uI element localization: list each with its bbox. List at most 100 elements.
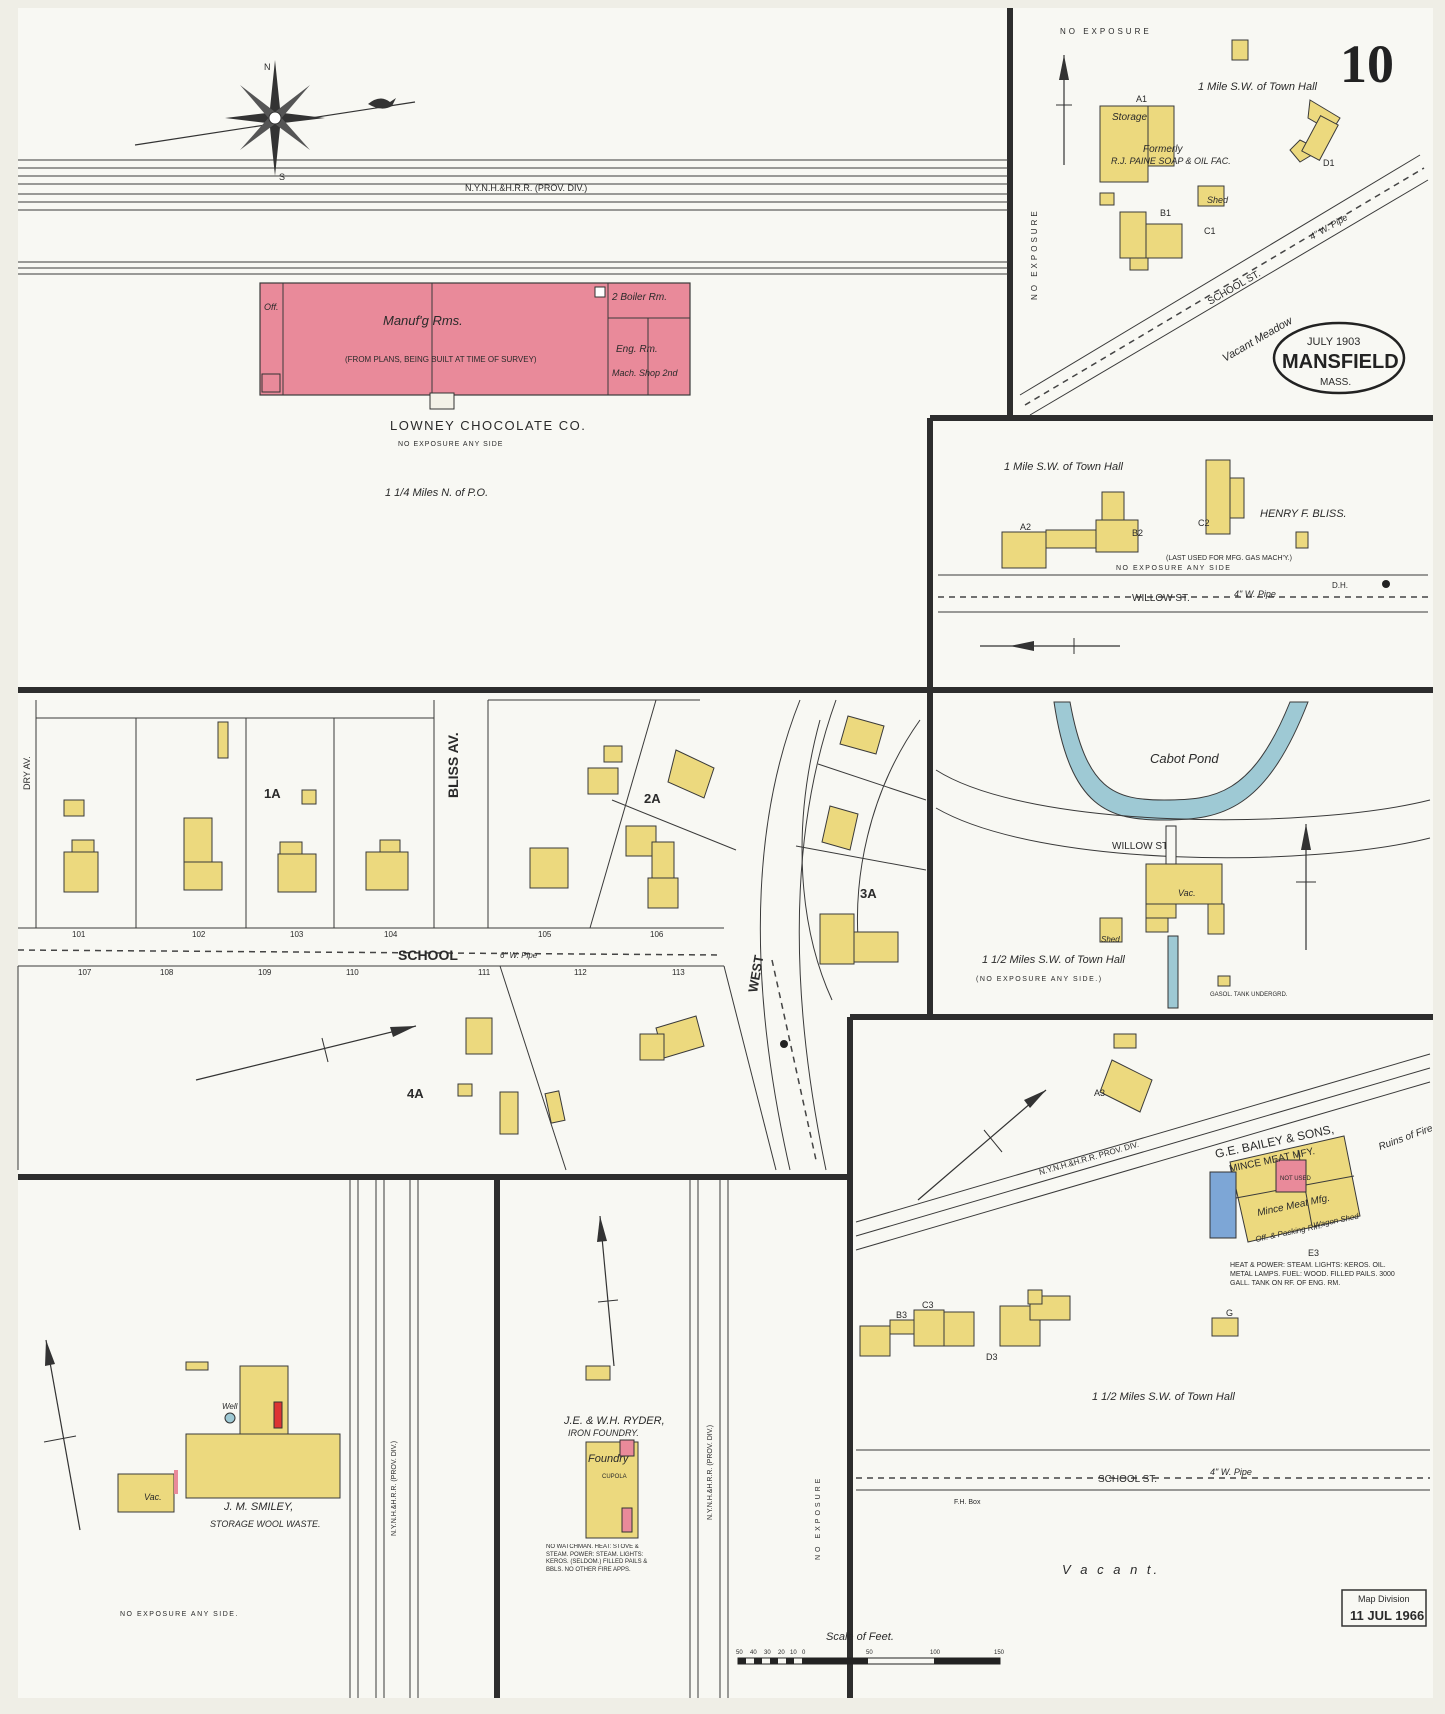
id-g: G [1226,1308,1233,1318]
top-exposure: NO EXPOSURE [1060,27,1152,36]
bailey-not-used: NOT USED [1280,1176,1312,1182]
bailey-small-buildings [859,1289,1239,1357]
cabot-pond-water [1053,701,1309,821]
paine-storage: Storage [1112,112,1147,123]
lowney-building [259,282,691,410]
lot-101: 101 [72,930,86,939]
ryder-note: NO WATCHMAN. HEAT: STOVE & STEAM. POWER:… [546,1544,648,1573]
ryder-railroad-label: N.Y.N.H.&H.R.R. (PROV. DIV.) [707,1425,714,1520]
west-label: WEST [745,954,766,994]
lot-109: 109 [258,968,272,977]
bailey-distance: 1 1/2 Miles S.W. of Town Hall [1092,1391,1235,1403]
block-4a: 4A [407,1086,424,1101]
id-d3: D3 [986,1352,998,1362]
willow-curve-north [935,769,1431,821]
railroad-label-top: N.Y.N.H.&H.R.R. (PROV. DIV.) [465,183,587,193]
lot-113: 113 [672,968,685,977]
lowney-eng: Eng. Rm. [616,344,658,355]
title-cartouche [1272,321,1406,395]
bailey-factory [1209,1135,1361,1243]
smiley-railroad [349,1180,419,1698]
lowney-boiler: 2 Boiler Rm. [611,292,667,303]
cabot-willow-street: WILLOW ST. [1112,841,1170,852]
ryder-note-box: NO WATCHMAN. HEAT: STOVE & STEAM. POWER:… [546,1544,648,1573]
lowney-mach: Mach. Shop 2nd [612,368,679,378]
north-arrow-icon [1056,55,1072,165]
block-3a: 3A [860,886,877,901]
stamp-line1: Map Division [1358,1594,1410,1604]
sheet-number: 10 [1340,34,1394,94]
block-borders [18,8,1433,1698]
id-b3: B3 [896,1310,907,1320]
id-c3: C3 [922,1300,934,1310]
ryder-sub: IRON FOUNDRY. [568,1428,639,1438]
lot-102: 102 [192,930,206,939]
paine-formerly: Formerly [1143,144,1183,155]
cabot-gasol: GASOL. TANK UNDERGRD. [1210,992,1288,998]
north-arrow-icon-ryder [597,1215,619,1367]
ryder-buildings [585,1365,639,1539]
scale-ticks: 50 40 30 20 10 0 50 100 150 [736,1650,1005,1656]
lowney-distance: 1 1/4 Miles N. of P.O. [385,487,488,499]
compass-south: S [279,172,285,182]
lot-numbers-top: 101 102 103 104 105 106 [72,930,664,939]
residential-lot-lines [17,699,927,1171]
id-d1: D1 [1323,158,1335,168]
smiley-name: J. M. SMILEY, [223,1501,293,1513]
bailey-note: HEAT & POWER: STEAM. LIGHTS: KEROS. OIL.… [1230,1262,1395,1287]
east-arrow-icon [195,1025,417,1081]
west-arrow-icon [980,638,1120,654]
scale-bar [737,1657,1001,1665]
title-month: JULY 1903 [1307,336,1360,348]
cabot-distance: 1 1/2 Miles S.W. of Town Hall [982,954,1125,966]
lot-107: 107 [78,968,92,977]
northeast-arrow-icon [917,1089,1047,1201]
smiley-vac: Vac. [144,1492,162,1502]
scale-tick-40: 40 [750,1650,757,1656]
north-arrow-icon-cabot [1296,824,1316,950]
willow-pipe: 4" W. Pipe [1234,589,1276,599]
ryder-foundry: Foundry [588,1453,630,1465]
bailey-fhbox: F.H. Box [954,1499,981,1506]
lot-103: 103 [290,930,304,939]
hydrant-icon-west [780,1040,788,1048]
bliss-note: (LAST USED FOR MFG. GAS MACH'Y.) [1166,555,1292,562]
ryder-cupola: CUPOLA [602,1474,627,1480]
ryder-name: J.E. & W.H. RYDER, [563,1415,665,1427]
id-a2: A2 [1020,522,1031,532]
bliss-av-label: BLISS AV. [445,732,461,798]
smiley-exposure: NO EXPOSURE ANY SIDE. [120,1611,239,1618]
id-a1: A1 [1136,94,1147,104]
willow-distance: 1 Mile S.W. of Town Hall [1004,461,1124,473]
id-c2: C2 [1198,518,1210,528]
school-label: SCHOOL [398,947,458,963]
bailey-note-box: HEAT & POWER: STEAM. LIGHTS: KEROS. OIL.… [1230,1262,1395,1287]
lot-110: 110 [346,968,359,977]
lot-105: 105 [538,930,552,939]
bailey-school-label: SCHOOL ST. [1098,1474,1157,1485]
school-pipe: 6" W. Pipe [500,951,538,960]
smiley-well: Well [222,1402,238,1411]
scale-tick-30: 30 [764,1650,771,1656]
ryder-exposure: NO EXPOSURE [815,1476,822,1560]
scale-label: Scale of Feet. [826,1631,894,1643]
title-town: MANSFIELD [1282,351,1399,373]
lowney-off: Off. [264,302,279,312]
railroad-tracks-top [18,159,1008,275]
bailey-a3 [1099,1059,1153,1113]
smiley-buildings [117,1361,341,1513]
lot-112: 112 [574,968,587,977]
scale-tick-10: 10 [790,1650,797,1656]
cabot-shed: Shed [1101,935,1120,944]
hydrant-icon [1382,580,1390,588]
willow-exposure: NO EXPOSURE ANY SIDE [1116,565,1231,572]
library-stamp: Map Division 11 JUL 1966 [1341,1589,1427,1627]
lot-104: 104 [384,930,398,939]
willow-dh: D.H. [1332,581,1348,590]
id-a3: A3 [1094,1088,1105,1098]
block-2a: 2A [644,791,661,806]
residential-dwellings [63,715,899,1135]
paine-name: R.J. PAINE SOAP & OIL FAC. [1111,156,1231,166]
compass-rose-icon [134,60,416,176]
top-right-distance: 1 Mile S.W. of Town Hall [1198,81,1318,93]
